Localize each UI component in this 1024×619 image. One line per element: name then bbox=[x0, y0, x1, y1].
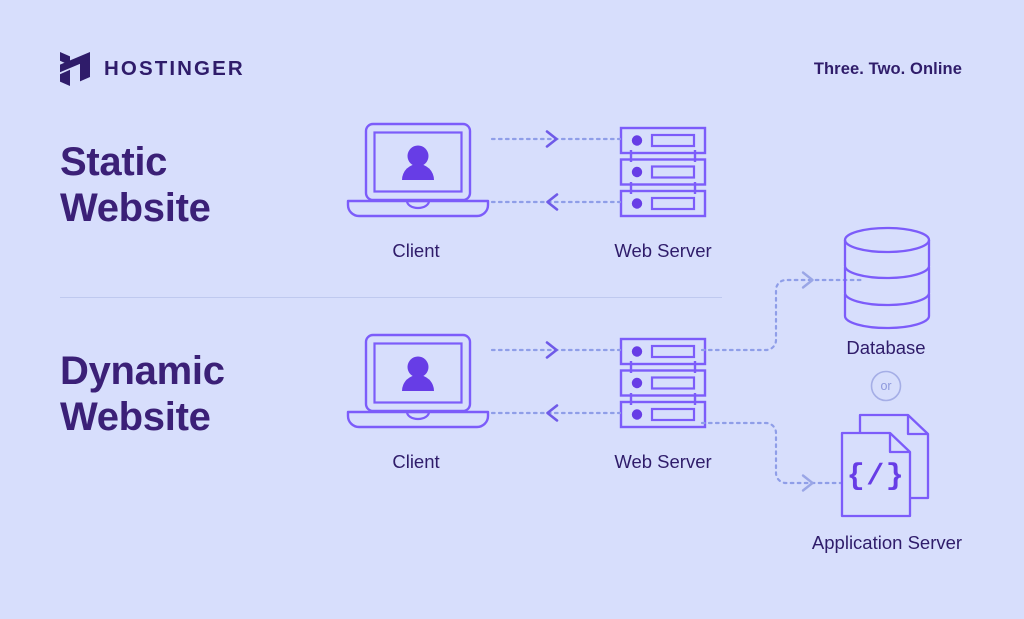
static-web-server-icon-wrap bbox=[617, 126, 709, 218]
dynamic-client-icon-wrap bbox=[345, 333, 491, 433]
caption-static-web-server: Web Server bbox=[614, 240, 712, 261]
or-badge-label: or bbox=[880, 379, 892, 393]
database-icon-wrap bbox=[838, 226, 936, 330]
hostinger-wordmark: HOSTINGER bbox=[104, 56, 245, 80]
connector-dynamic-client-to-server bbox=[490, 339, 622, 361]
hostinger-logo: HOSTINGER bbox=[60, 52, 245, 86]
connector-static-server-to-client bbox=[490, 191, 622, 213]
connector-server-to-database bbox=[700, 270, 864, 360]
section-divider bbox=[60, 297, 722, 298]
application-server-icon-wrap: {/} bbox=[838, 412, 938, 520]
laptop-client-icon bbox=[345, 122, 491, 222]
tagline: Three. Two. Online bbox=[813, 60, 962, 78]
server-rack-icon bbox=[617, 126, 709, 218]
caption-database: Database bbox=[846, 337, 926, 358]
caption-dynamic-client: Client bbox=[392, 451, 440, 472]
static-client-icon-wrap bbox=[345, 122, 491, 222]
hostinger-h-logo-icon bbox=[60, 52, 90, 86]
section-title-static-line2: Website bbox=[60, 185, 211, 230]
dynamic-web-server-icon-wrap bbox=[617, 337, 709, 429]
connector-static-client-to-server bbox=[490, 128, 622, 150]
connector-server-to-app-server bbox=[700, 413, 864, 503]
section-title-static-line1: Static bbox=[60, 140, 168, 184]
or-badge: or bbox=[870, 370, 902, 402]
section-title-dynamic-line2: Website bbox=[60, 394, 211, 439]
svg-text:{/}: {/} bbox=[847, 460, 906, 494]
server-rack-icon bbox=[617, 337, 709, 429]
connector-dynamic-server-to-client bbox=[490, 402, 622, 424]
section-title-dynamic-line1: Dynamic bbox=[60, 349, 225, 393]
section-title-dynamic: Dynamic Website bbox=[60, 349, 225, 440]
caption-application-server: Application Server bbox=[811, 532, 963, 553]
database-cylinder-icon bbox=[838, 226, 936, 330]
code-document-icon: {/} bbox=[838, 412, 938, 520]
section-title-static: Static Website bbox=[60, 140, 211, 231]
caption-dynamic-web-server: Web Server bbox=[614, 451, 712, 472]
caption-static-client: Client bbox=[392, 240, 440, 261]
laptop-client-icon bbox=[345, 333, 491, 433]
